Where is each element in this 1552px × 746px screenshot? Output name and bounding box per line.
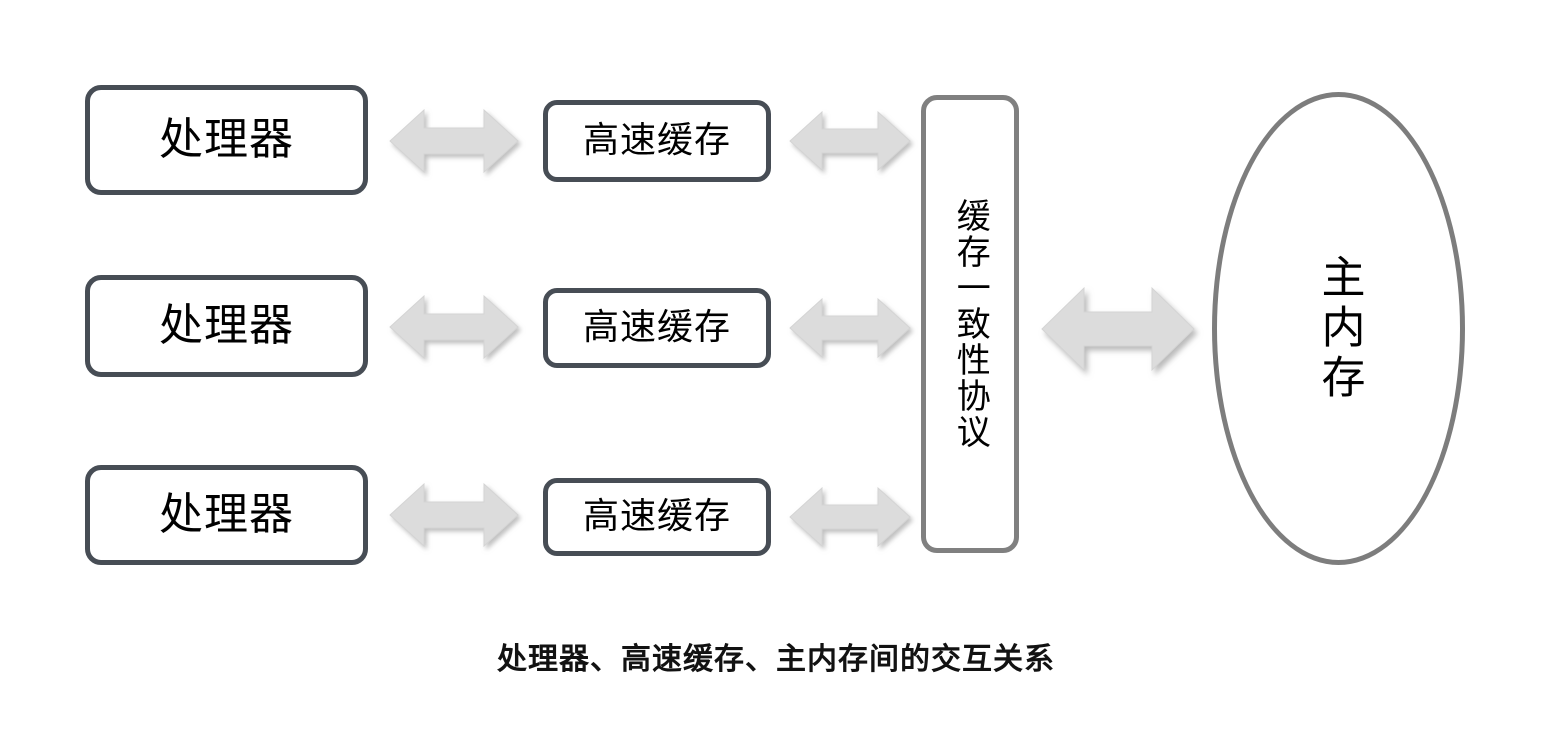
cache-coherence-protocol-label: 缓存一致性协议 bbox=[950, 198, 991, 450]
cache-label-3: 高速缓存 bbox=[582, 496, 731, 538]
main-memory-ellipse[interactable]: 主内存 bbox=[1212, 92, 1465, 565]
processor-label-1: 处理器 bbox=[159, 113, 294, 165]
processor-box-3[interactable]: 处理器 bbox=[85, 465, 368, 565]
processor-box-1[interactable]: 处理器 bbox=[85, 85, 368, 195]
diagram-caption: 处理器、高速缓存、主内存间的交互关系 bbox=[497, 642, 1055, 677]
arrow-processor3-cache3 bbox=[389, 482, 519, 548]
processor-box-2[interactable]: 处理器 bbox=[85, 275, 368, 377]
arrow-cache1-protocol bbox=[789, 110, 911, 172]
cache-box-3[interactable]: 高速缓存 bbox=[543, 478, 771, 556]
cache-label-1: 高速缓存 bbox=[582, 120, 731, 162]
cache-coherence-protocol-box[interactable]: 缓存一致性协议 bbox=[921, 95, 1019, 553]
arrow-protocol-main-memory bbox=[1041, 286, 1195, 372]
cache-label-2: 高速缓存 bbox=[582, 307, 731, 349]
processor-label-3: 处理器 bbox=[159, 488, 294, 540]
arrow-cache3-protocol bbox=[789, 486, 911, 548]
arrow-processor1-cache1 bbox=[389, 108, 519, 174]
processor-label-2: 处理器 bbox=[159, 299, 294, 351]
cache-box-2[interactable]: 高速缓存 bbox=[543, 288, 771, 368]
main-memory-label: 主内存 bbox=[1313, 253, 1365, 404]
cache-box-1[interactable]: 高速缓存 bbox=[543, 100, 771, 182]
arrow-processor2-cache2 bbox=[389, 294, 519, 360]
arrow-cache2-protocol bbox=[789, 297, 911, 359]
